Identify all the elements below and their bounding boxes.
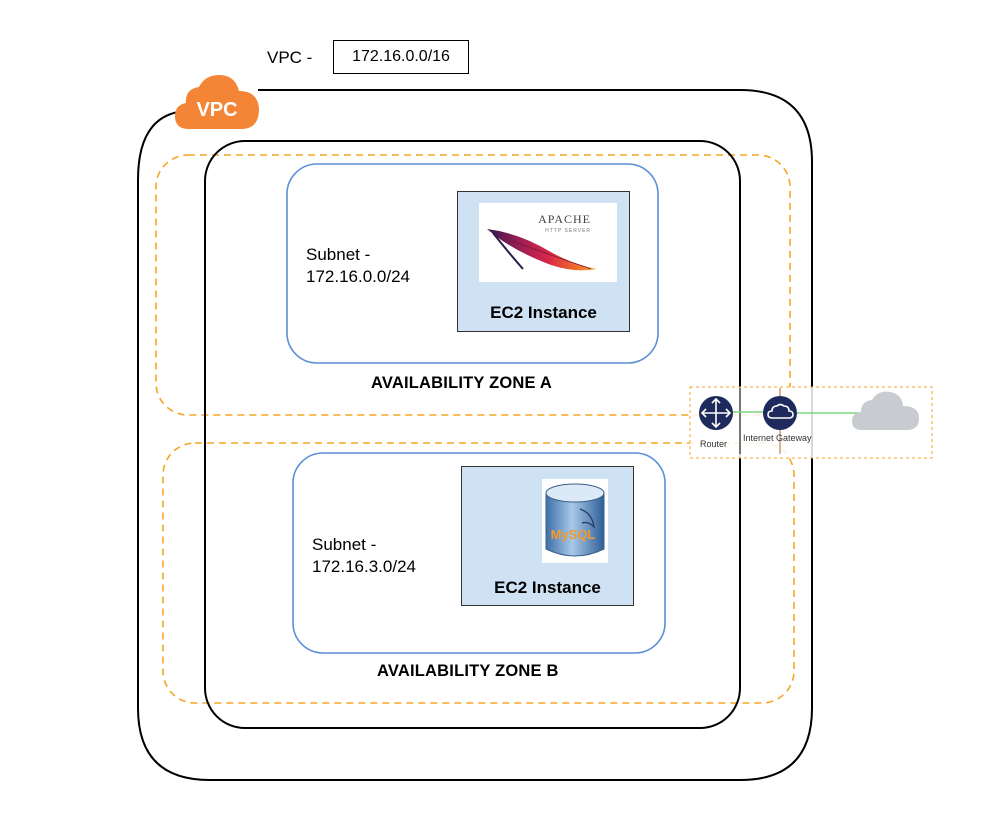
availability-zone-b-label: AVAILABILITY ZONE B: [377, 662, 559, 680]
availability-zone-b-boundary: [162, 442, 795, 704]
vpc-boundary: [137, 89, 813, 781]
vpc-label: VPC -: [267, 48, 313, 67]
router-icon[interactable]: [698, 395, 734, 431]
vpc-cloud-icon: VPC: [175, 75, 259, 129]
subnet-b-label: Subnet - 172.16.3.0/24: [312, 534, 416, 578]
apache-http-server-logo: APACHE HTTP SERVER: [479, 203, 617, 282]
availability-zone-a-boundary: [155, 154, 791, 416]
internet-gateway-icon[interactable]: [762, 395, 798, 431]
mysql-database-logo: MySQL: [540, 479, 610, 565]
apache-logo-text: APACHE: [538, 212, 591, 226]
subnet-a-title: Subnet -: [306, 245, 371, 264]
internet-cloud-icon: [852, 391, 919, 430]
apache-feather-icon: APACHE HTTP SERVER: [487, 212, 597, 271]
availability-zone-a-label: AVAILABILITY ZONE A: [371, 374, 553, 392]
apache-logo-subtext: HTTP SERVER: [545, 228, 591, 234]
router-label: Router: [700, 439, 728, 449]
subnet-b-title: Subnet -: [312, 535, 377, 554]
subnet-a-boundary: [286, 163, 659, 364]
subnet-a-cidr: 172.16.0.0/24: [306, 267, 410, 286]
vpc-cidr: 172.16.0.0/16: [333, 40, 469, 74]
internet-gateway-label: Internet Gateway: [743, 433, 812, 443]
vpc-badge-text: VPC: [196, 99, 237, 121]
ec2-instance-b[interactable]: MySQL EC2 Instance: [461, 466, 634, 606]
ec2-instance-a[interactable]: APACHE HTTP SERVER EC2 Instance: [457, 191, 630, 332]
mysql-logo-text: MySQL: [551, 527, 596, 542]
subnet-a-label: Subnet - 172.16.0.0/24: [306, 244, 410, 288]
subnet-b-boundary: [292, 452, 666, 654]
database-icon: MySQL: [542, 479, 608, 563]
ec2-instance-b-label: EC2 Instance: [494, 578, 601, 597]
subnet-b-cidr: 172.16.3.0/24: [312, 557, 416, 576]
ec2-instance-a-label: EC2 Instance: [490, 303, 597, 322]
